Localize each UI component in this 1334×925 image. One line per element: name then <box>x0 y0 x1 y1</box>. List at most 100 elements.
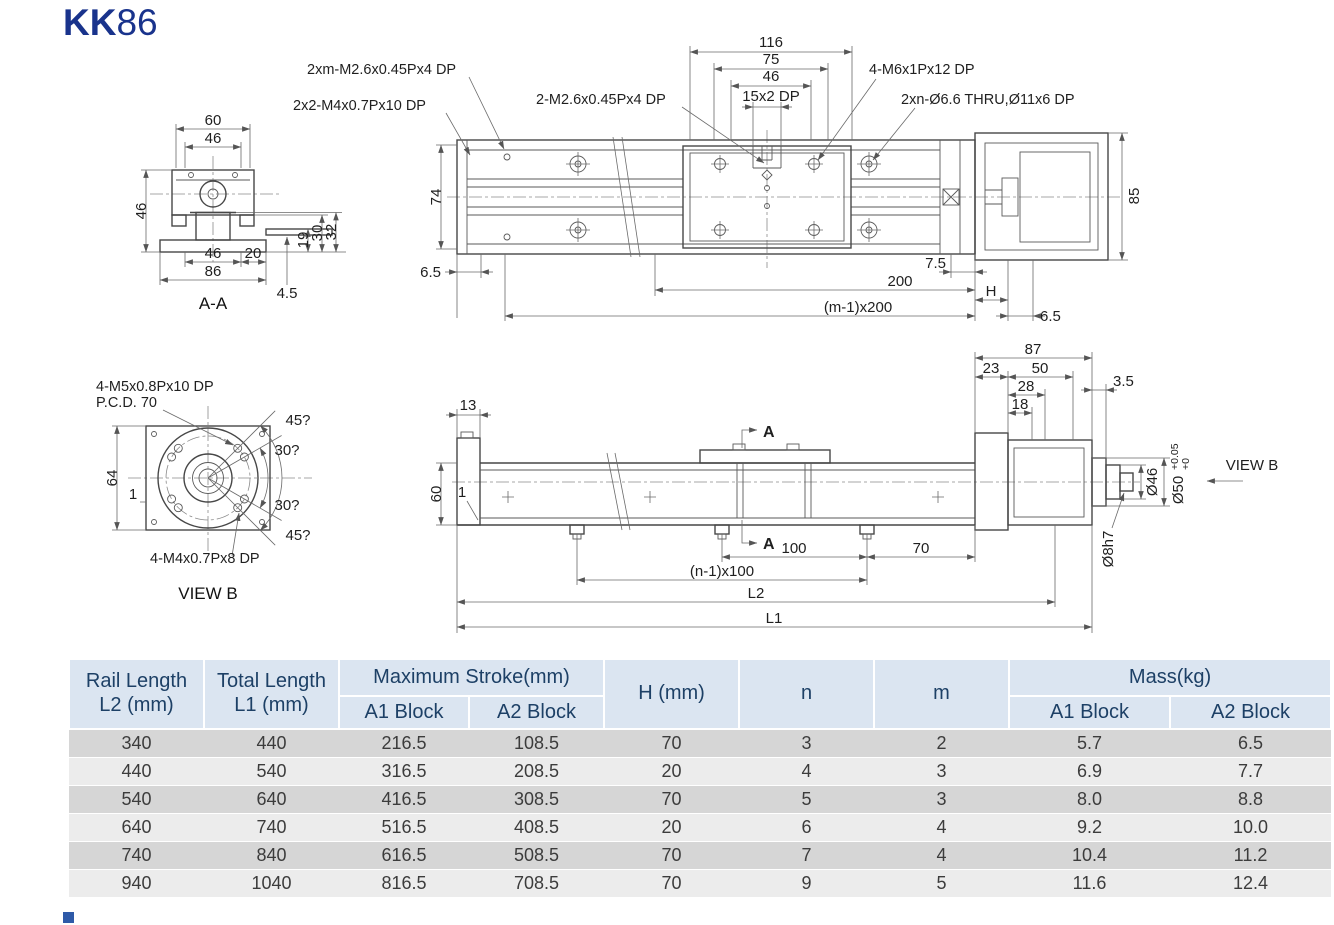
table-cell: 416.5 <box>339 784 469 813</box>
dim-85: 85 <box>1126 188 1143 205</box>
header-row-2: A1 Block A2 Block A1 Block A2 Block <box>69 695 1333 730</box>
col-header-mass-a1: A1 Block <box>1008 695 1172 730</box>
col-header-stroke-a2: A2 Block <box>467 695 606 730</box>
dim-116: 116 <box>759 34 783 51</box>
section-aa-label: A-A <box>199 294 228 313</box>
table-cell: 4 <box>874 840 1010 869</box>
table-cell: 640 <box>69 812 204 841</box>
table-cell: 5.7 <box>1009 728 1171 757</box>
table-cell: 816.5 <box>339 868 469 897</box>
col-header-mass-a2: A2 Block <box>1169 695 1333 730</box>
section-arrow-a-top: A <box>763 424 775 441</box>
dim-sv-23: 23 <box>983 360 1000 377</box>
table-cell: 216.5 <box>339 728 469 757</box>
table-cell: 4 <box>874 812 1010 841</box>
table-cell: 4 <box>739 756 875 785</box>
table-cell: 11.6 <box>1009 868 1171 897</box>
table-cell: 70 <box>604 840 740 869</box>
table-cell: 616.5 <box>339 840 469 869</box>
table-cell: 340 <box>69 728 204 757</box>
callout-2xm-screws: 2xm-M2.6x0.45Px4 DP <box>307 62 456 78</box>
dim-6-5-right: 6.5 <box>1040 308 1061 325</box>
table-cell: 316.5 <box>339 756 469 785</box>
table-cell: 5 <box>739 784 875 813</box>
carriage-block <box>682 145 852 249</box>
table-cell: 2 <box>874 728 1010 757</box>
table-cell: 108.5 <box>469 728 605 757</box>
rail-mounting-holes <box>566 152 881 242</box>
table-cell: 740 <box>204 812 339 841</box>
dim-sv-60: 60 <box>428 486 445 503</box>
dim-sv-18: 18 <box>1012 396 1029 413</box>
col-header-total-length-line1: Total Length <box>217 670 326 693</box>
dim-75: 75 <box>763 51 780 68</box>
dim-sv-l2: L2 <box>748 585 765 602</box>
callout-2x2-screws: 2x2-M4x0.7Px10 DP <box>293 98 426 114</box>
dim-aa-30: 30 <box>309 225 326 242</box>
table-cell: 6 <box>739 812 875 841</box>
table-cell: 9.2 <box>1009 812 1171 841</box>
top-view: 116 75 46 15x2 DP 74 85 6.5 7.5 200 H (m… <box>293 34 1143 325</box>
technical-drawing: 116 75 46 15x2 DP 74 85 6.5 7.5 200 H (m… <box>96 34 1279 633</box>
view-b-dimensions <box>112 409 283 557</box>
dim-vb-1: 1 <box>129 486 137 503</box>
dim-dia-50-lo: +0 <box>1180 458 1192 470</box>
callout-pcd-70: P.C.D. 70 <box>96 395 157 411</box>
callout-4-m6-screws: 4-M6x1Px12 DP <box>869 62 975 78</box>
table-cell: 70 <box>604 784 740 813</box>
dim-aa-19: 19 <box>295 232 312 249</box>
table-cell: 540 <box>69 784 204 813</box>
table-cell: 308.5 <box>469 784 605 813</box>
spec-table: Rail Length L2 (mm) Total Length L1 (mm)… <box>68 658 1333 897</box>
product-title-kk: KK <box>63 2 117 43</box>
dim-vb-64: 64 <box>104 470 121 487</box>
side-rail-outline <box>456 431 975 531</box>
col-header-stroke-a1: A1 Block <box>338 695 470 730</box>
dim-sv-50: 50 <box>1032 360 1049 377</box>
product-title-num: 86 <box>116 2 158 43</box>
table-cell: 208.5 <box>469 756 605 785</box>
table-row: 740 840 616.5 508.5 70 7 4 10.4 11.2 <box>69 840 1332 869</box>
col-header-h: H (mm) <box>603 658 741 730</box>
angle-30-top: 30? <box>274 442 299 459</box>
table-cell: 440 <box>204 728 339 757</box>
callout-2-m26-screws: 2-M2.6x0.45Px4 DP <box>536 92 666 108</box>
dim-sv-1: 1 <box>458 484 466 501</box>
dim-aa-4-5: 4.5 <box>277 285 298 302</box>
col-header-total-length: Total Length L1 (mm) <box>203 658 340 730</box>
table-cell: 8.8 <box>1170 784 1332 813</box>
dim-aa-20: 20 <box>245 245 262 262</box>
motor-housing-top <box>974 132 1109 261</box>
angle-45-bottom: 45? <box>285 527 310 544</box>
table-cell: 7 <box>739 840 875 869</box>
callout-4-m4-screws: 4-M4x0.7Px8 DP <box>150 551 260 567</box>
table-cell: 540 <box>204 756 339 785</box>
dim-200: 200 <box>887 273 912 290</box>
flange-outline <box>145 425 271 531</box>
dim-aa-60: 60 <box>205 112 222 129</box>
angle-45-top: 45? <box>285 412 310 429</box>
table-cell: 640 <box>204 784 339 813</box>
table-row: 940 1040 816.5 708.5 70 9 5 11.6 12.4 <box>69 868 1332 897</box>
col-header-mass: Mass(kg) <box>1008 658 1333 697</box>
dim-sv-n1x100: (n-1)x100 <box>690 563 754 580</box>
table-cell: 20 <box>604 756 740 785</box>
table-cell: 70 <box>604 728 740 757</box>
view-b-pointer-label: VIEW B <box>1226 457 1279 474</box>
dim-aa-32: 32 <box>323 224 340 241</box>
view-b: 45? 30? 30? 45? 64 1 4-M5x0.8Px10 DP P.C… <box>96 379 312 603</box>
dim-sv-28: 28 <box>1018 378 1035 395</box>
dim-dia-50: Ø50 <box>1170 476 1187 504</box>
table-cell: 1040 <box>204 868 339 897</box>
table-cell: 516.5 <box>339 812 469 841</box>
dim-dia-50-tol: Ø50 +0.05 +0 <box>1169 443 1192 504</box>
header-row-1: Rail Length L2 (mm) Total Length L1 (mm)… <box>68 658 1333 730</box>
table-cell: 20 <box>604 812 740 841</box>
table-cell: 840 <box>204 840 339 869</box>
top-view-dimensions <box>436 46 1128 321</box>
section-arrow-a-bottom: A <box>763 536 775 553</box>
side-carriage <box>699 443 831 518</box>
section-aa-dimensions <box>141 124 346 285</box>
callout-4-m5-screws: 4-M5x0.8Px10 DP <box>96 379 214 395</box>
